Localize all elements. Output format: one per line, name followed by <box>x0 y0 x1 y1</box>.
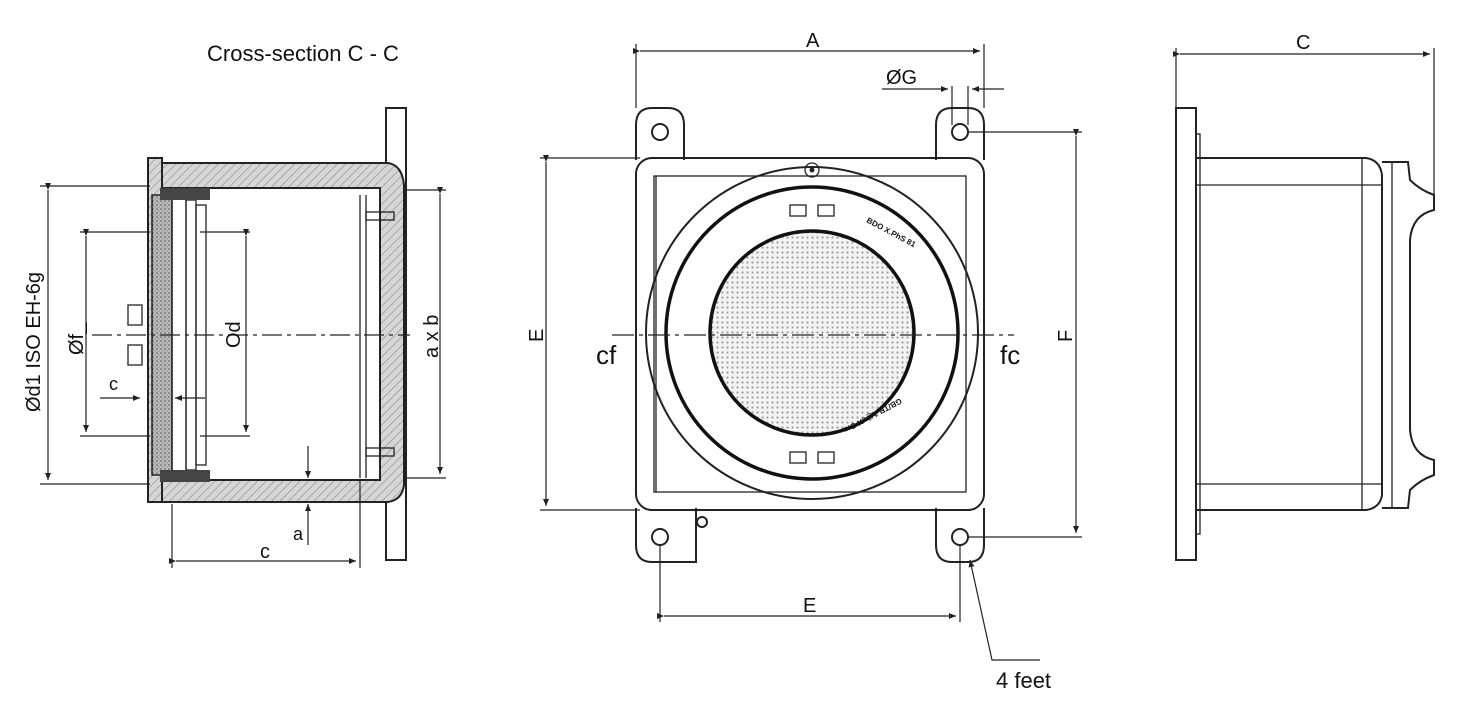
housing-cavity <box>210 190 378 478</box>
side-view: C <box>1173 32 1435 561</box>
label-feet: 4 feet <box>996 668 1051 693</box>
label-c-small: c <box>109 374 118 394</box>
foot-hole <box>651 123 669 141</box>
slot <box>817 451 835 464</box>
foot-hole <box>951 123 969 141</box>
lug <box>127 344 143 366</box>
label-c-bottom: c <box>260 541 270 563</box>
label-a: a <box>293 524 304 544</box>
side-flange <box>1175 107 1197 561</box>
retainer-top <box>160 188 210 200</box>
bezel-outer <box>645 166 979 500</box>
mounting-ear-top-left <box>635 107 685 160</box>
screw <box>365 447 395 457</box>
bezel-tab <box>804 162 820 178</box>
housing-front <box>635 157 985 511</box>
slot <box>789 204 807 217</box>
label-E-bottom: E <box>803 595 816 617</box>
retainer-bottom <box>160 470 210 482</box>
screw <box>365 211 395 221</box>
label-fc: fc <box>1000 340 1020 370</box>
label-axb: a x b <box>421 315 443 358</box>
label-od: Od <box>223 321 245 348</box>
housing-inner <box>653 175 967 493</box>
bezel-tab-dot <box>809 167 815 173</box>
label-G: ØG <box>886 67 917 89</box>
lug <box>127 304 143 326</box>
ground-screw <box>696 516 708 528</box>
label-d1: Ød1 ISO EH-6g <box>23 272 45 412</box>
slot <box>789 451 807 464</box>
label-cf: cf <box>596 340 617 370</box>
label-f: Øf_ <box>66 322 88 355</box>
side-housing <box>1196 157 1383 511</box>
feet-leader <box>968 559 1040 661</box>
cross-section-view: Cross-section C - C Ød1 ISO EH-6g <box>23 41 446 568</box>
mounting-ear-top-right <box>935 107 985 160</box>
foot-hole <box>951 528 969 546</box>
mesh-window <box>708 229 916 437</box>
foot-hole <box>651 528 669 546</box>
label-C: C <box>1296 32 1310 54</box>
side-bezel-profile <box>1382 161 1435 509</box>
side-flange-edge <box>1195 133 1201 535</box>
label-F: F <box>1055 330 1077 342</box>
label-E-left: E <box>526 329 548 342</box>
front-view: BDO X.PhS 81 GB/TB 1@eX Cra cf fc A ØG E… <box>526 30 1082 693</box>
slot <box>817 204 835 217</box>
mounting-ear-bottom-left <box>635 508 697 563</box>
section-title: Cross-section C - C <box>207 41 399 66</box>
label-A: A <box>806 30 820 52</box>
